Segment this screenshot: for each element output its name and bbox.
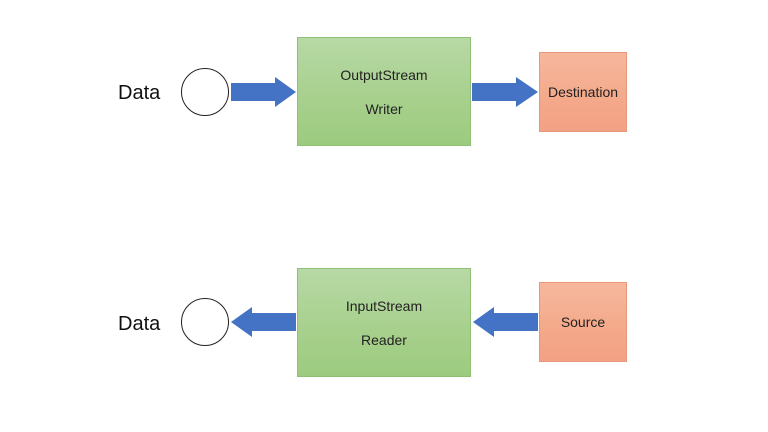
input-stream-reader-box: InputStream Reader bbox=[297, 268, 471, 377]
source-box: Source bbox=[539, 282, 627, 362]
source-label: Source bbox=[560, 314, 606, 330]
arrow-source-to-reader bbox=[473, 307, 538, 337]
bottom-data-label: Data bbox=[118, 313, 161, 335]
input-stream-label: InputStream bbox=[345, 297, 423, 314]
reader-label: Reader bbox=[361, 331, 407, 348]
bottom-data-circle bbox=[181, 298, 229, 346]
output-stream-writer-box: OutputStream Writer bbox=[297, 37, 471, 146]
arrow-reader-to-data bbox=[231, 307, 296, 337]
destination-box: Destination bbox=[539, 52, 627, 132]
arrow-data-to-writer bbox=[231, 77, 296, 107]
top-data-circle bbox=[181, 68, 229, 116]
output-stream-label: OutputStream bbox=[340, 66, 428, 83]
writer-label: Writer bbox=[365, 100, 403, 117]
top-data-label: Data bbox=[118, 82, 161, 104]
arrow-writer-to-destination bbox=[472, 77, 538, 107]
destination-label: Destination bbox=[547, 84, 619, 100]
